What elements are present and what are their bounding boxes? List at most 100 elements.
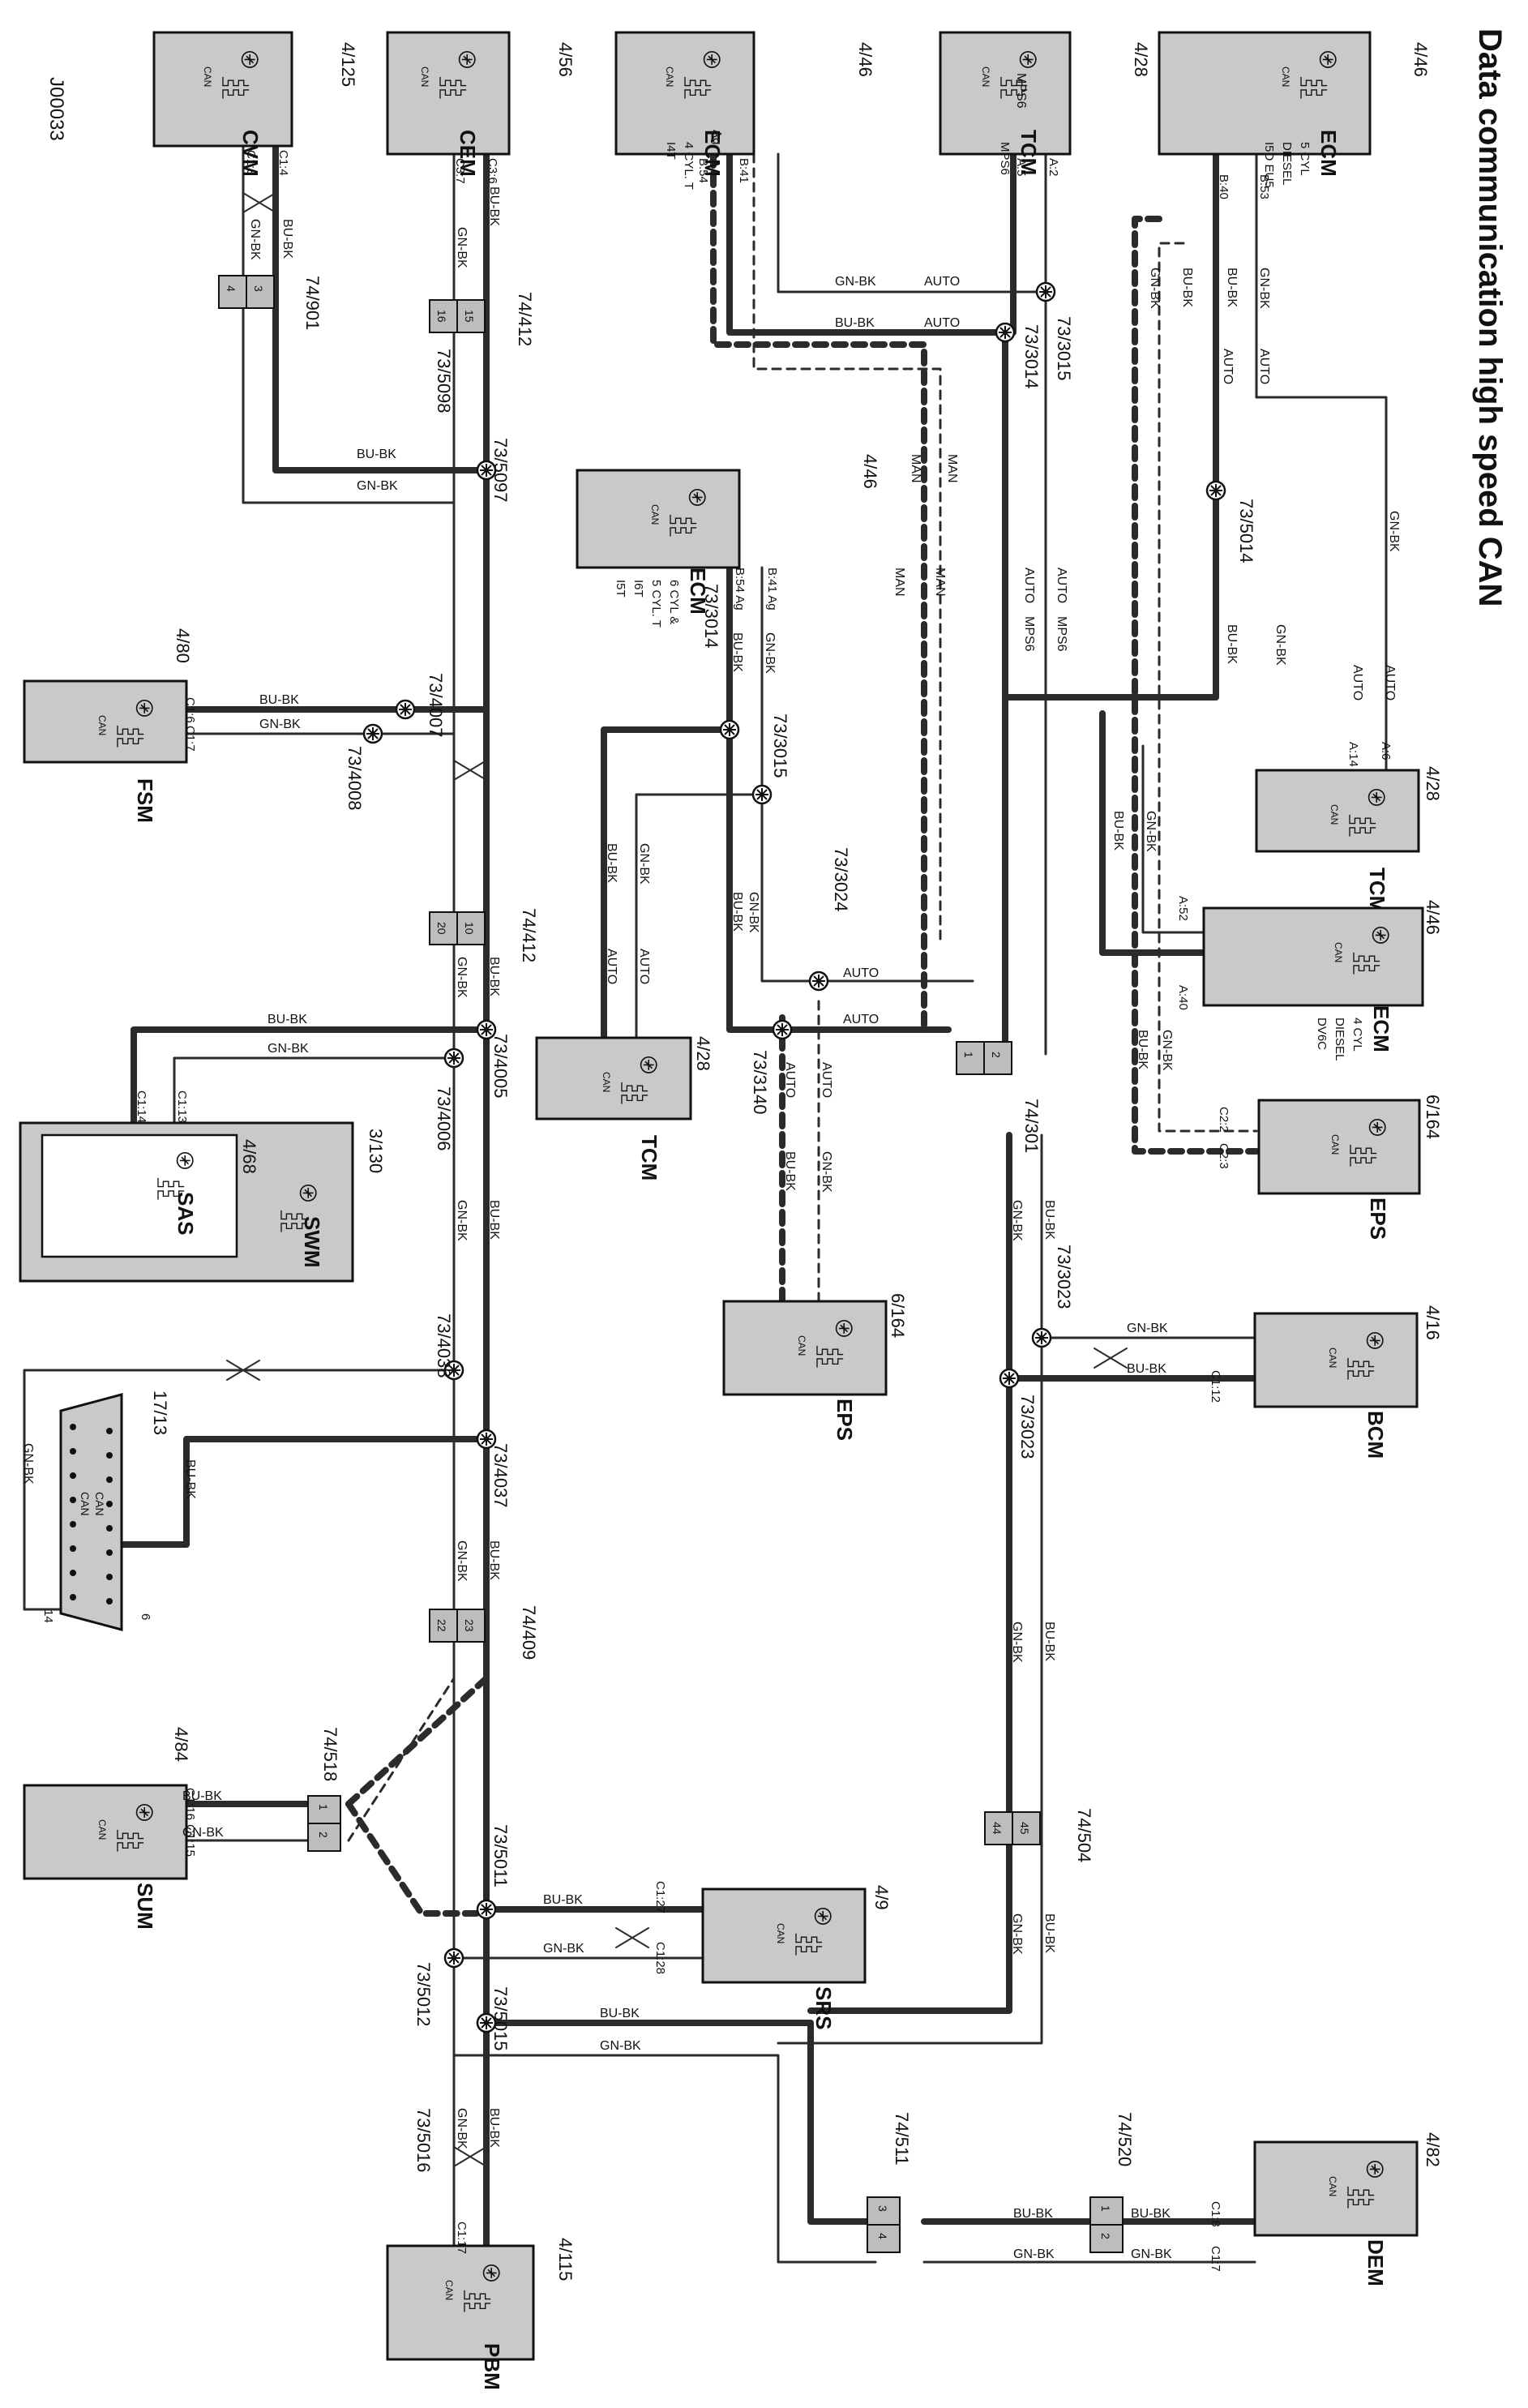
module-ref: 4/68 xyxy=(239,1139,259,1174)
wire-color-label: BU-BK xyxy=(1136,1030,1149,1069)
splice-point xyxy=(719,719,740,740)
can-label: CAN xyxy=(649,504,661,525)
splice-point xyxy=(476,1899,497,1920)
wire-color-label: GN-BK xyxy=(600,2039,641,2053)
splice-label: 73/3023 xyxy=(1017,1395,1038,1459)
module-ref: 6/164 xyxy=(1423,1095,1443,1139)
twisted-pair-marker xyxy=(242,192,276,213)
pin-label: B:54 xyxy=(696,158,710,183)
pin-label: B:54 Ag xyxy=(733,568,747,611)
wire-color-label: GN-BK xyxy=(543,1942,584,1956)
pin-label: C1:12 xyxy=(1209,1370,1222,1403)
module-name: ECM xyxy=(686,568,710,615)
module-name: DEM xyxy=(1363,2239,1388,2286)
splice-point xyxy=(1031,1327,1052,1348)
module-name: ECM xyxy=(1369,1005,1393,1052)
wire-color-label: BU-BK xyxy=(605,843,618,883)
wire-color-label: BU-BK xyxy=(835,316,875,330)
splice-label: 73/5011 xyxy=(490,1824,511,1887)
connector-pin: 3 xyxy=(252,285,265,292)
connector-74-409: 22 23 xyxy=(429,1609,486,1643)
can-label: CAN xyxy=(1327,1348,1338,1368)
splice-label: 73/3015 xyxy=(1054,316,1074,381)
connector-pin: 22 xyxy=(435,1619,448,1632)
can-label: CAN xyxy=(601,1072,612,1092)
wire-color-label: GN-BK xyxy=(455,2108,469,2149)
can-label: CAN xyxy=(1327,2176,1338,2196)
connector-ref: 74/901 xyxy=(302,276,323,330)
can-wire xyxy=(347,1677,456,1842)
pin-label: B:41 Ag xyxy=(765,568,779,611)
module-subtitle: DIESEL xyxy=(1333,1018,1346,1060)
wire-color-label: BU-BK xyxy=(487,1200,501,1240)
wire-color-label: GN-BK xyxy=(637,843,651,885)
can-wire xyxy=(635,793,764,1039)
wire-color-label: BU-BK xyxy=(182,1789,222,1803)
pin-label: C1:8 xyxy=(1209,2201,1222,2227)
module-subtitle: DIESEL xyxy=(1280,142,1294,185)
can-wire xyxy=(173,1056,456,1125)
module-name: BCM xyxy=(1363,1411,1388,1459)
pin-label: B:53 xyxy=(1257,174,1271,199)
variant-label: MAN xyxy=(909,454,922,483)
wire-color-label: BU-BK xyxy=(1013,2207,1053,2221)
connector-pin: 23 xyxy=(463,1619,476,1632)
connector-ref: 74/520 xyxy=(1115,2112,1135,2166)
splice-label: 73/5015 xyxy=(490,1986,511,2051)
pin-label: 14 xyxy=(41,1609,55,1623)
wire-color-label: GN-BK xyxy=(21,1443,35,1485)
connector-74-511: 34 xyxy=(867,2196,901,2253)
splice-label: 73/5014 xyxy=(1236,499,1256,563)
wire-color-label: AUTO xyxy=(843,1013,879,1026)
pin-label: C1:4 xyxy=(276,150,290,176)
pin-label: C2:2 xyxy=(1217,1107,1231,1133)
connector-ref: 74/409 xyxy=(519,1605,539,1660)
twisted-pair-marker xyxy=(1094,1348,1128,1369)
module-ref: 4/80 xyxy=(173,628,193,663)
can-wire xyxy=(131,1026,490,1126)
wire-color-label: GN-BK xyxy=(1148,268,1162,309)
wire-color-label: AUTO xyxy=(924,316,960,330)
variant-label: MAN xyxy=(945,454,959,483)
can-wire xyxy=(1099,710,1207,956)
module-ref: 4/28 xyxy=(693,1036,713,1071)
module-name: FSM xyxy=(133,778,157,823)
wire-color-label: GN-BK xyxy=(1010,1622,1024,1663)
module-ref: 4/84 xyxy=(171,1727,191,1762)
wire-color-label: BU-BK xyxy=(543,1893,583,1907)
splice-point xyxy=(476,1429,497,1450)
splice-point xyxy=(772,1019,793,1040)
can-label: CAN xyxy=(96,715,108,735)
wire-color-label: GN-BK xyxy=(455,1540,469,1582)
can-wire xyxy=(1002,151,1219,1049)
twisted-pair-marker xyxy=(615,1927,649,1948)
pin-label: C1:7 xyxy=(183,726,197,752)
pin-label: C3:6 xyxy=(486,158,499,184)
variant-label: AUTO xyxy=(1383,665,1397,701)
wire-color-label: BU-BK xyxy=(1180,268,1194,307)
module-ref: 4/46 xyxy=(1423,900,1443,935)
connector-ref: 74/412 xyxy=(515,292,535,346)
variant-label: MAN xyxy=(892,568,906,597)
connector-ref: 74/511 xyxy=(892,2112,912,2166)
pin-label: C1:15 xyxy=(183,1824,197,1857)
splice-label: 73/4037 xyxy=(490,1443,511,1508)
wire-color-label: GN-BK xyxy=(835,275,876,289)
wire-color-label: GN-BK xyxy=(455,1200,469,1241)
can-wire xyxy=(777,152,1047,1056)
module-name: SUM xyxy=(133,1883,157,1930)
can-label: CAN xyxy=(664,66,675,87)
module-subtitle: I5T xyxy=(614,580,627,598)
wire-color-label: BU-BK xyxy=(183,1459,197,1499)
module-subtitle: 4 CYL xyxy=(1350,1018,1364,1052)
module-ref: 6/164 xyxy=(888,1293,908,1338)
module-name: PBM xyxy=(480,2343,504,2390)
connector-pin: 4 xyxy=(225,285,238,292)
splice-label: 73/4038 xyxy=(434,1313,454,1378)
